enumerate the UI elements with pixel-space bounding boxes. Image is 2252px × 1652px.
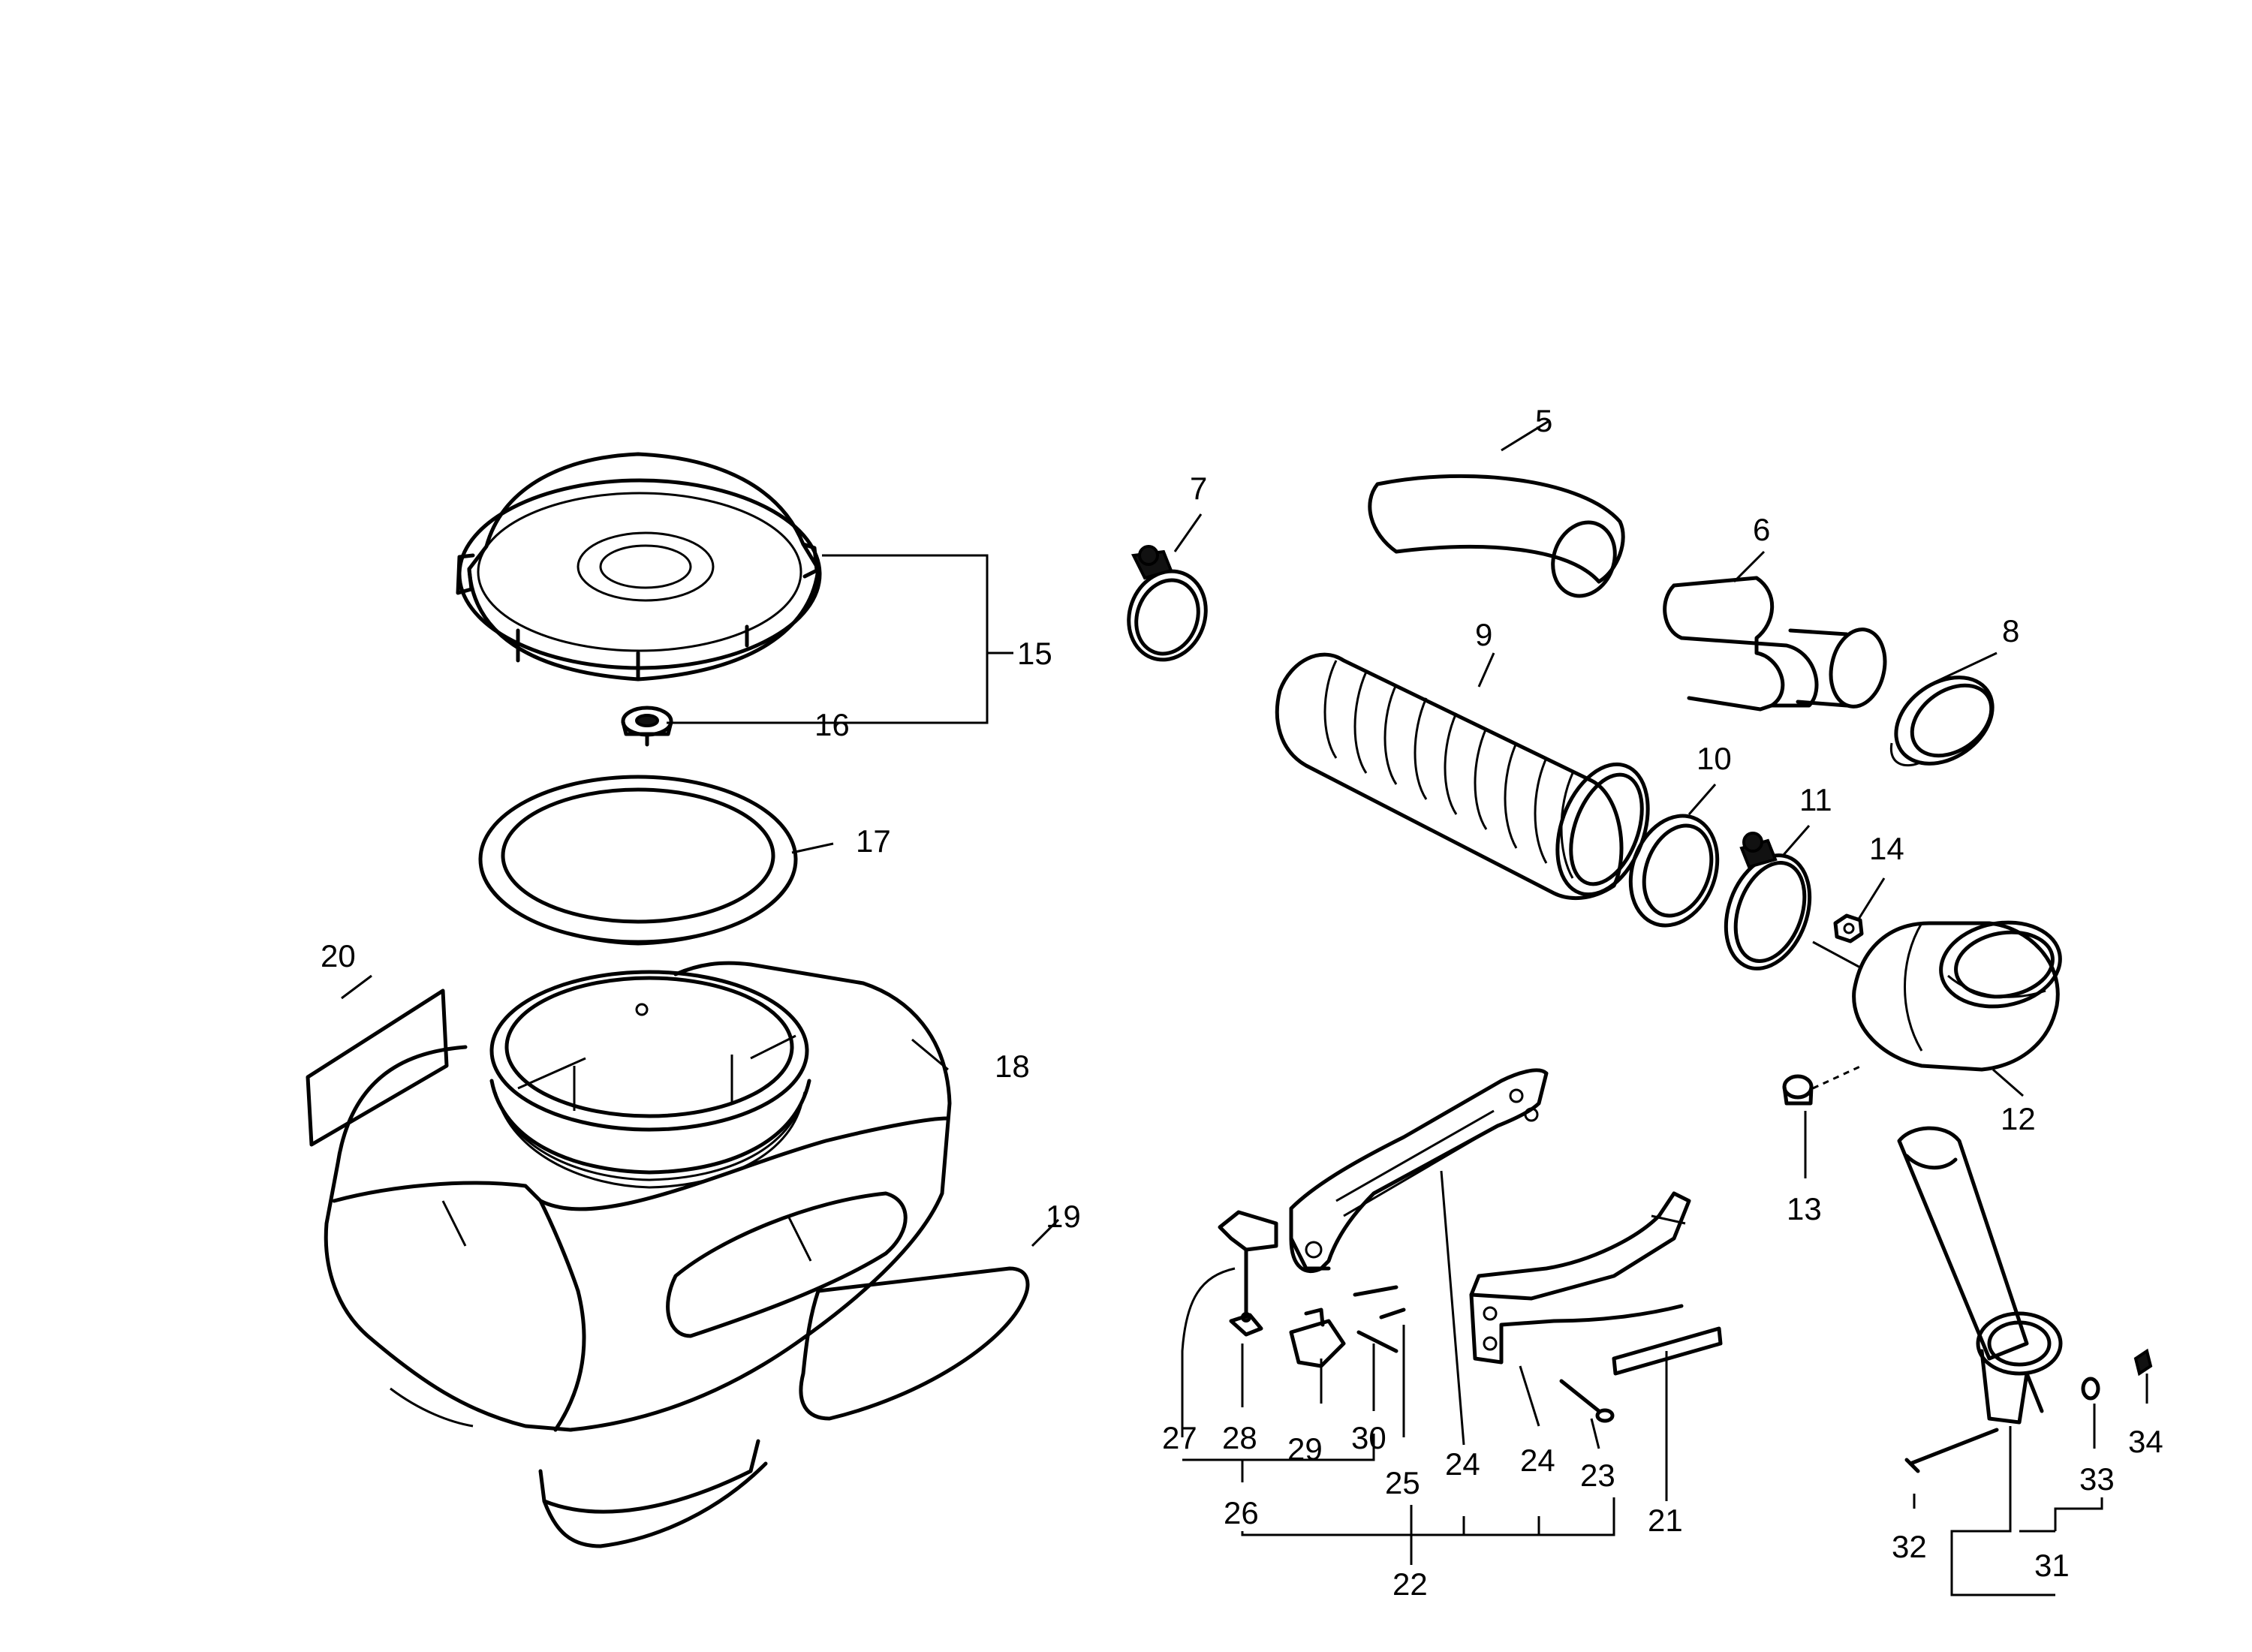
callout-18: 18 — [995, 1049, 1030, 1084]
callout-21: 21 — [1648, 1503, 1683, 1538]
callouts: 5 6 7 8 9 10 11 12 13 14 15 16 17 18 19 … — [321, 403, 2163, 1602]
callout-23: 23 — [1580, 1458, 1615, 1493]
callout-19: 19 — [1046, 1199, 1081, 1234]
frame-bracket-lower-part — [1469, 1191, 1691, 1365]
callout-24-lower: 24 — [1520, 1443, 1555, 1478]
callout-34: 34 — [2128, 1424, 2163, 1459]
nut-14-part — [1833, 913, 1864, 943]
callout-14: 14 — [1869, 831, 1904, 866]
callout-6: 6 — [1753, 512, 1770, 547]
callout-16: 16 — [814, 707, 850, 742]
callout-22: 22 — [1392, 1566, 1428, 1602]
straight-pipe-part — [1663, 576, 1887, 712]
callout-30: 30 — [1351, 1420, 1386, 1455]
callout-15: 15 — [1017, 636, 1052, 671]
callout-27: 27 — [1162, 1420, 1197, 1455]
strip-21-part — [1612, 1326, 1723, 1376]
callout-31: 31 — [2034, 1548, 2070, 1583]
decal-19-part — [799, 1266, 1030, 1421]
callout-28: 28 — [1222, 1420, 1257, 1455]
wing-clamp-11-part — [1724, 832, 1812, 970]
callout-8: 8 — [2002, 613, 2019, 648]
vent-valve-part — [621, 706, 673, 747]
screw-23-part — [1559, 1379, 1615, 1423]
frame-bracket-upper-part — [1289, 1068, 1549, 1274]
callout-13: 13 — [1787, 1191, 1822, 1226]
leader-lines — [341, 419, 2148, 1596]
callout-29: 29 — [1287, 1431, 1323, 1467]
tank-lid-part — [456, 452, 822, 682]
small-parts-group — [1218, 1210, 1406, 1368]
ring-8-part — [1889, 676, 1995, 767]
callout-17: 17 — [856, 823, 891, 859]
callout-24-upper: 24 — [1445, 1446, 1480, 1482]
decal-20-part — [306, 988, 449, 1147]
wing-clamp-7-part — [1127, 545, 1208, 662]
ring-10-part — [1628, 814, 1720, 928]
callout-32: 32 — [1892, 1529, 1927, 1564]
handle-assembly-part — [1897, 1126, 2153, 1473]
tank-body-part — [324, 961, 952, 1548]
callout-9: 9 — [1475, 617, 1492, 652]
lid-gasket-part — [478, 775, 798, 946]
bolt-13-part — [1782, 1074, 1814, 1106]
callout-5: 5 — [1535, 403, 1552, 438]
callout-20: 20 — [321, 938, 356, 973]
callout-10: 10 — [1697, 741, 1732, 776]
callout-12: 12 — [2001, 1101, 2036, 1136]
bellows-hose-part — [1275, 652, 1650, 901]
callout-7: 7 — [1190, 471, 1207, 506]
callout-11: 11 — [1799, 782, 1832, 817]
callout-33: 33 — [2079, 1461, 2115, 1497]
callout-26: 26 — [1224, 1495, 1259, 1530]
bent-pipe-part — [1368, 474, 1625, 598]
callout-25: 25 — [1385, 1465, 1420, 1500]
elbow-part — [1852, 920, 2062, 1072]
